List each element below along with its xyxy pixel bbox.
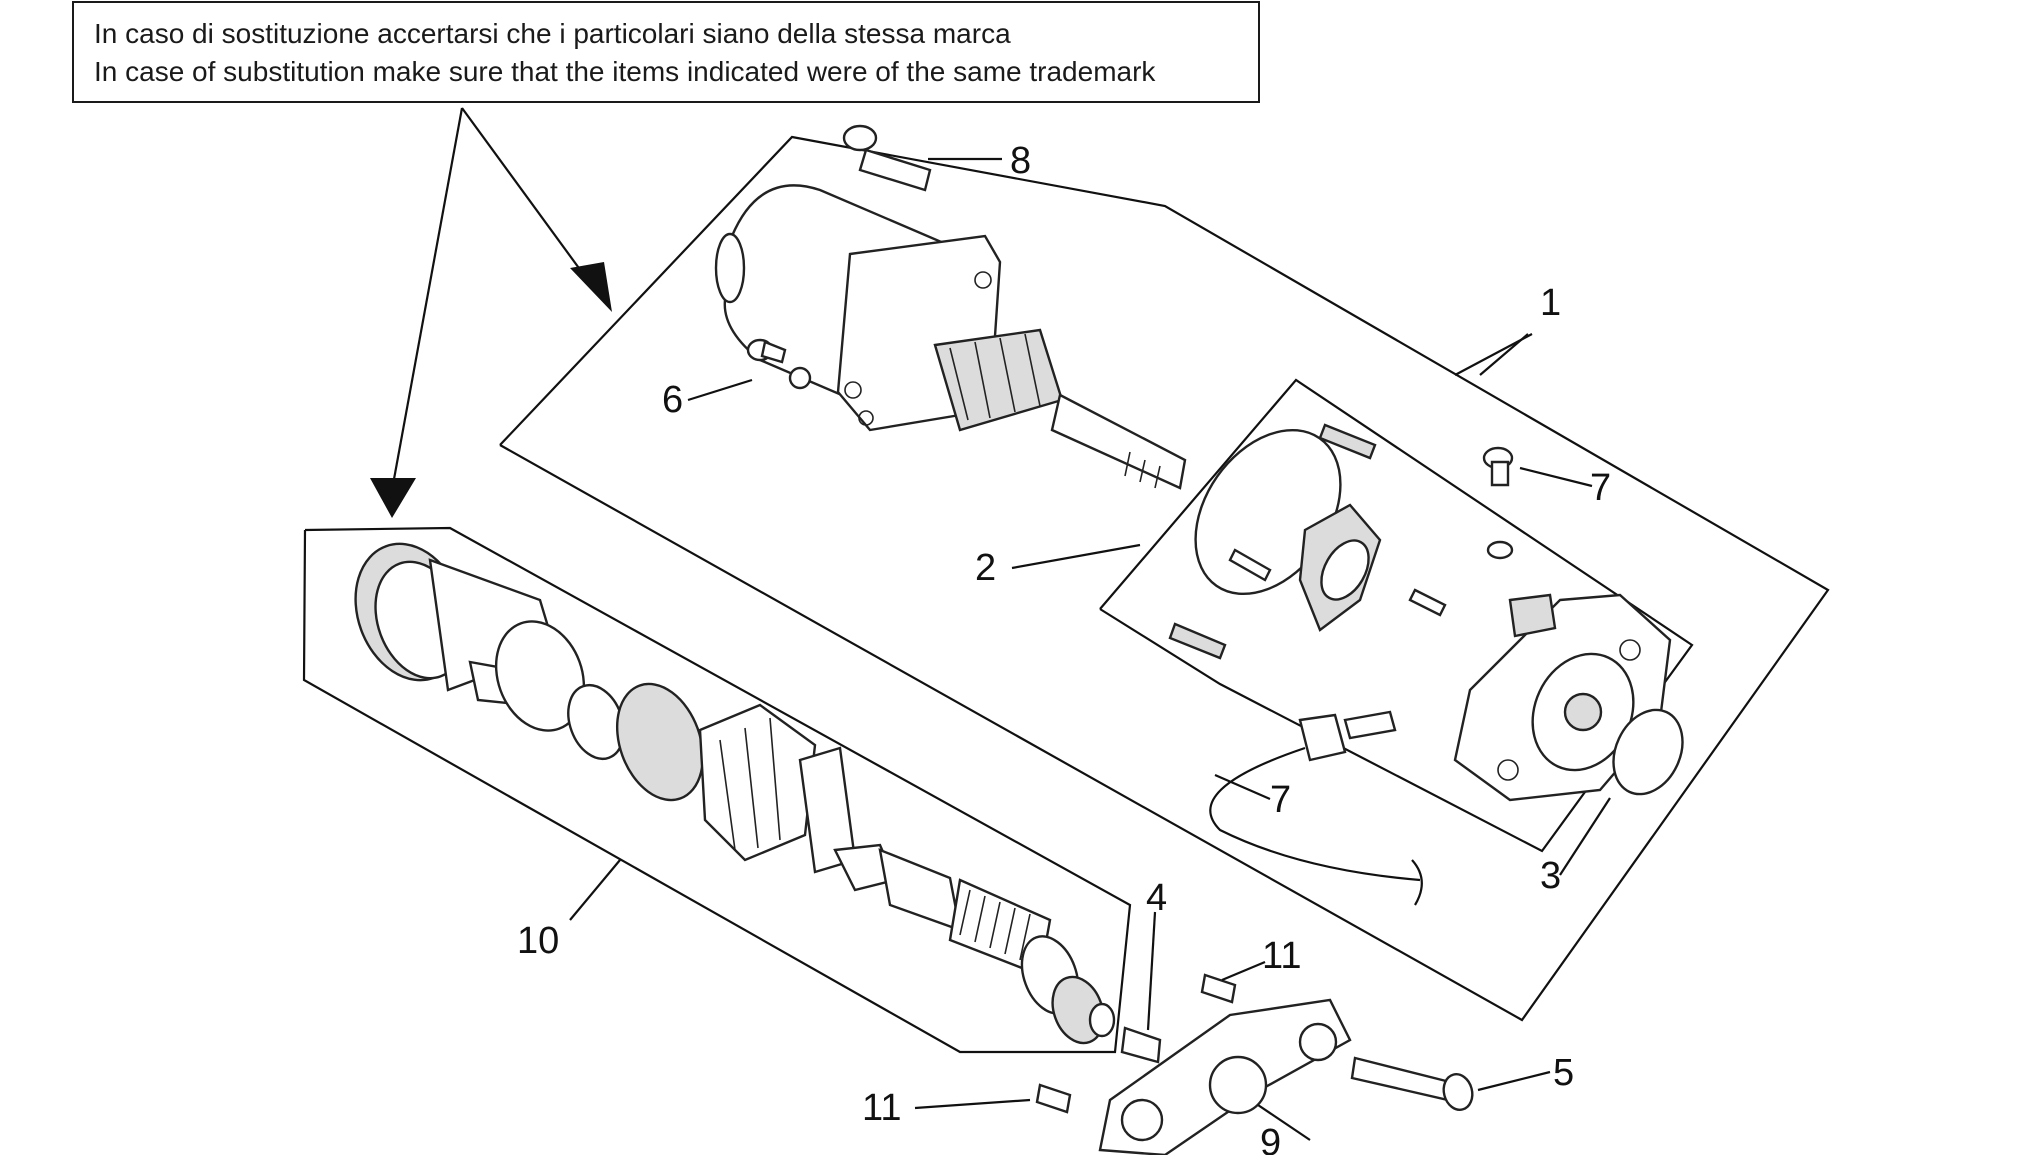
oring-part-3 — [1612, 708, 1684, 796]
long-bolt-part-8 — [842, 124, 932, 192]
note-italian: In caso di sostituzione accertarsi che i… — [94, 18, 1011, 49]
callout-6: 6 — [662, 379, 683, 421]
bushings — [1035, 973, 1237, 1114]
callout-9: 9 — [1260, 1122, 1281, 1155]
note-english: In case of substitution make sure that t… — [94, 56, 1156, 87]
brush-holder-plate — [1228, 503, 1447, 632]
bolt-part-5 — [1350, 1056, 1474, 1111]
callout-11-lower: 11 — [862, 1087, 901, 1129]
callout-7-lower: 7 — [1270, 779, 1291, 821]
leader-lines — [569, 157, 1611, 1141]
callout-8: 8 — [1010, 140, 1031, 182]
starter-assembly-outline — [499, 135, 1830, 1022]
drive-assembly-outline — [302, 526, 1132, 1054]
callout-10: 10 — [517, 920, 559, 962]
screw-part-7 — [1482, 446, 1514, 560]
armature — [933, 328, 1187, 490]
support-bracket-part-9 — [1098, 998, 1352, 1155]
callout-7-upper: 7 — [1590, 467, 1611, 509]
callout-3: 3 — [1540, 855, 1561, 897]
arrow-head-lower — [370, 478, 416, 518]
brush-springs — [1168, 423, 1377, 660]
substitution-note-box: In caso di sostituzione accertarsi che i… — [72, 1, 1260, 103]
callout-numbers: 8 1 7 2 7 3 6 10 4 5 9 11 11 — [517, 140, 1611, 1155]
callout-11-upper: 11 — [1262, 935, 1301, 977]
callout-2: 2 — [975, 547, 996, 589]
screw-part-6 — [746, 338, 812, 390]
callout-1: 1 — [1540, 282, 1561, 324]
terminal-cable-part-7 — [1209, 593, 1557, 906]
drive-assembly-parts — [354, 542, 1116, 1045]
callout-4: 4 — [1146, 877, 1167, 919]
arrow-head-upper — [570, 262, 612, 312]
note-arrows — [370, 107, 612, 518]
callout-5: 5 — [1553, 1052, 1574, 1094]
